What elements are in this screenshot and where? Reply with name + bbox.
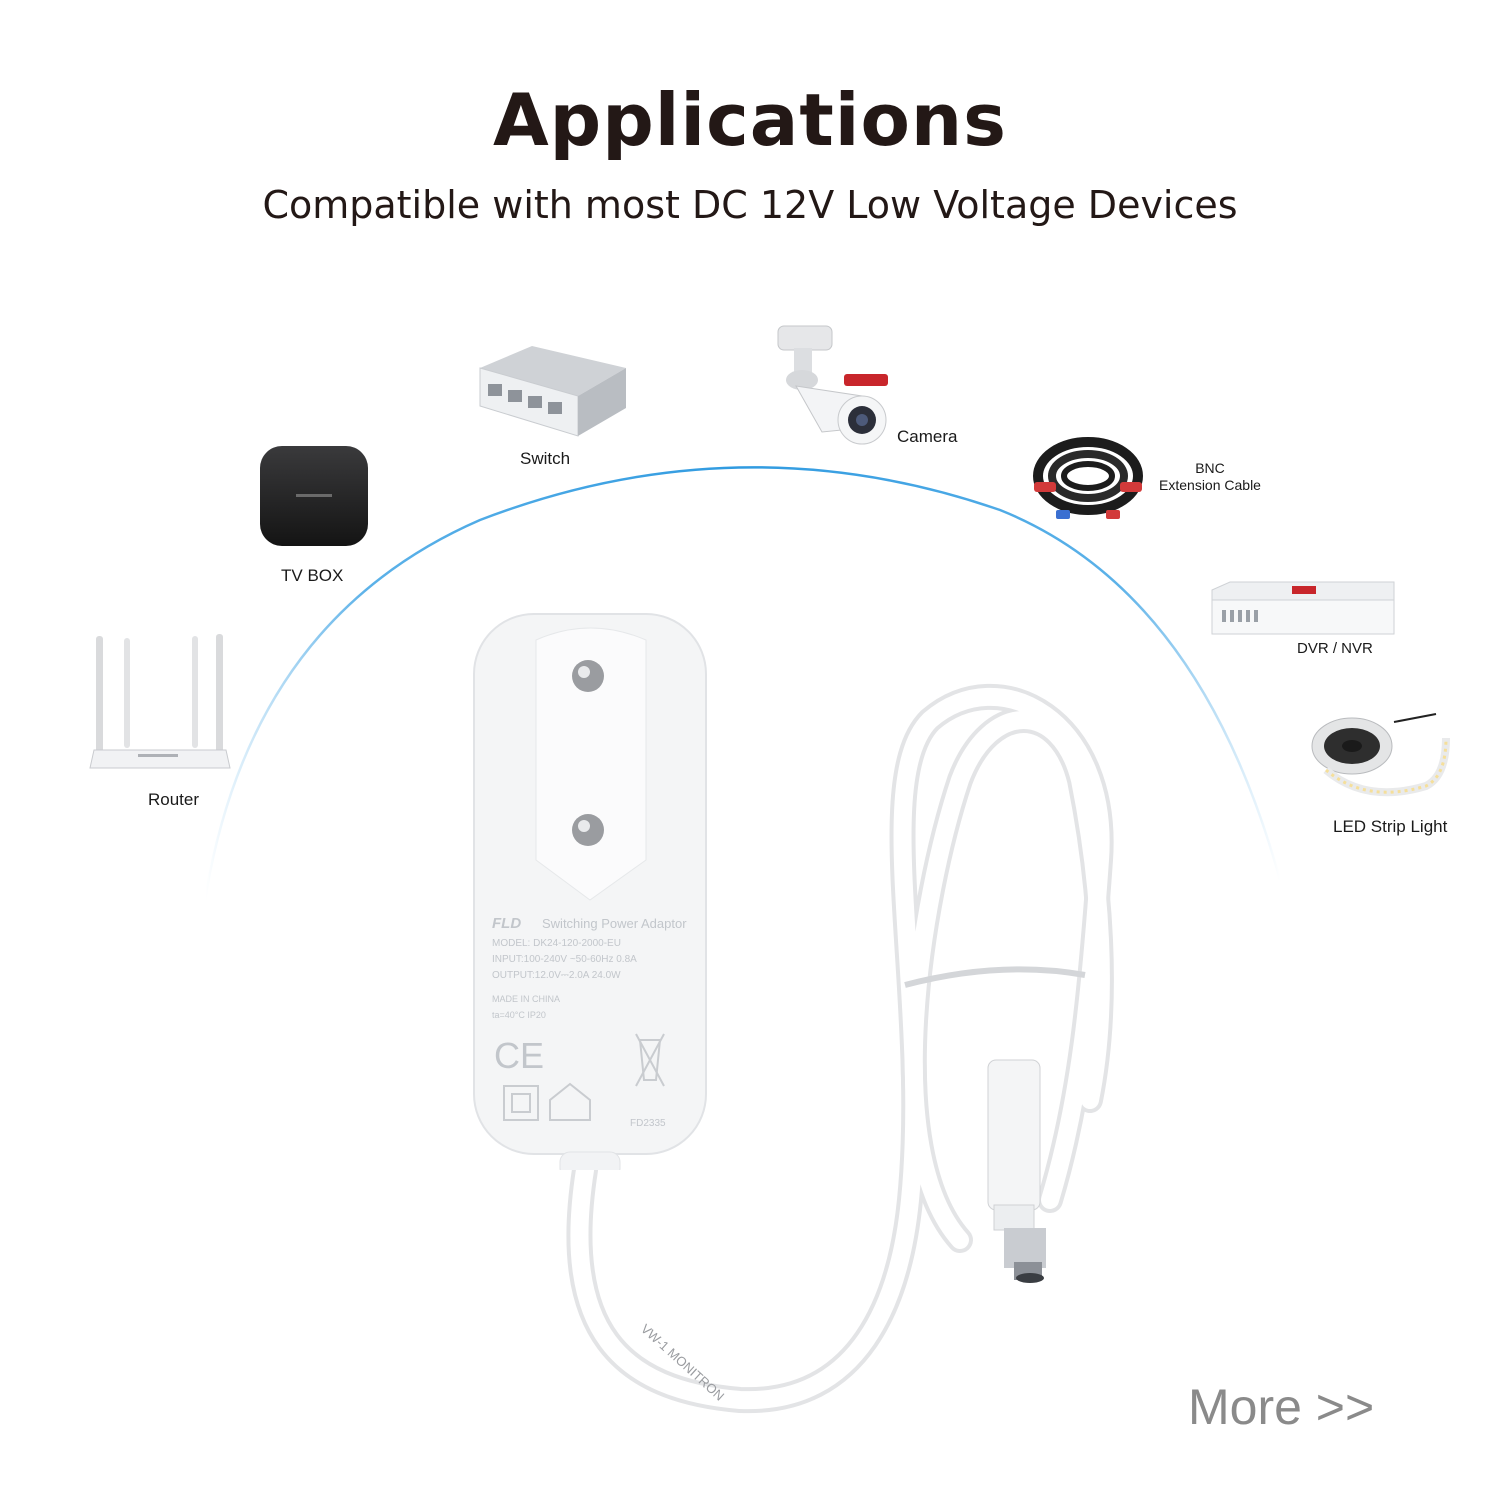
power-adapter-image: FLD Switching Power Adaptor MODEL: DK24-… xyxy=(473,613,707,1170)
dvr-label: DVR / NVR xyxy=(1297,640,1373,657)
tv-box-image xyxy=(260,446,368,546)
bnc-cable-image xyxy=(1033,437,1143,519)
router-label: Router xyxy=(148,790,200,809)
adapter-rating: ta=40°C IP20 xyxy=(492,1010,546,1020)
camera-label: Camera xyxy=(897,427,958,446)
adapter-name: Switching Power Adaptor xyxy=(542,916,687,931)
led-strip-image xyxy=(1311,713,1450,797)
ce-mark-icon: CE xyxy=(494,1035,544,1076)
page-subtitle: Compatible with most DC 12V Low Voltage … xyxy=(262,183,1238,227)
bnc-label-line1: BNC xyxy=(1195,460,1225,476)
double-insulation-icon xyxy=(503,1085,539,1121)
adapter-brand: FLD xyxy=(492,915,521,932)
bnc-label-line2: Extension Cable xyxy=(1159,477,1261,493)
adapter-input: INPUT:100-240V ~50-60Hz 0.8A xyxy=(492,954,637,965)
bnc-label: BNC Extension Cable xyxy=(1150,460,1270,494)
router-image xyxy=(89,634,231,769)
more-link[interactable]: More >> xyxy=(1188,1379,1375,1435)
adapter-model: MODEL: DK24-120-2000-EU xyxy=(492,938,621,949)
switch-label: Switch xyxy=(520,449,571,468)
cable-print-text: VW-1 MONITRON xyxy=(638,1321,727,1404)
weee-bin-icon xyxy=(638,1039,662,1081)
camera-image xyxy=(777,325,888,445)
adapter-made-in: MADE IN CHINA xyxy=(492,994,560,1004)
page-title: Applications xyxy=(492,78,1008,162)
led-strip-label: LED Strip Light xyxy=(1333,817,1448,836)
indoor-use-icon xyxy=(549,1082,591,1121)
adapter-output: OUTPUT:12.0V⎓2.0A 24.0W xyxy=(492,970,621,981)
dvr-image xyxy=(1211,581,1395,635)
switch-image xyxy=(479,346,626,437)
adapter-code: FD2335 xyxy=(630,1118,666,1129)
tv-box-label: TV BOX xyxy=(281,566,344,585)
